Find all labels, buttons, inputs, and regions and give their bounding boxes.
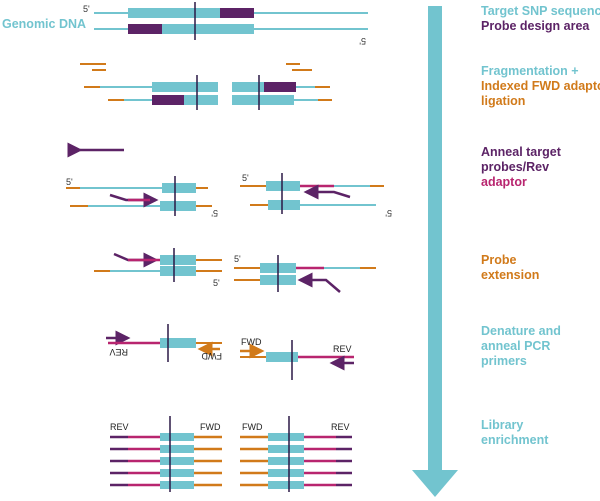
svg-text:FWD: FWD	[200, 422, 221, 432]
rev-primer-label-rotated: REV	[109, 347, 128, 357]
genomic-dna-label: Genomic DNA	[2, 17, 87, 31]
step-label-line: probes/Rev	[481, 160, 550, 174]
step-label-line: extension	[481, 268, 540, 282]
step-label-line: Target SNP sequence	[481, 4, 600, 18]
pcr-left-strand: REV FWD	[106, 324, 222, 362]
svg-text:FWD: FWD	[242, 422, 263, 432]
svg-text:5': 5'	[242, 173, 249, 183]
step-label-line: Anneal target	[481, 145, 561, 159]
fwd-primer-label: FWD	[241, 337, 262, 347]
library-fragment	[240, 481, 352, 489]
genomic-dna-duplex: 5' 5'	[83, 2, 368, 46]
five-prime-label: 5'	[83, 4, 90, 14]
step-label-line: enrichment	[481, 433, 549, 447]
svg-text:5': 5'	[234, 254, 241, 264]
step-label-line: primers	[481, 354, 527, 368]
svg-text:5': 5'	[66, 177, 73, 187]
step-label-line: Probe design area	[481, 19, 590, 33]
library-fragment	[240, 445, 352, 453]
anneal-right-duplex: 5' 5'	[240, 173, 392, 218]
svg-text:5': 5'	[385, 208, 392, 218]
step-label-line: adaptor	[481, 175, 527, 189]
step-label-line: Probe	[481, 253, 517, 267]
process-arrow	[412, 6, 458, 497]
library-left: REV FWD	[110, 416, 222, 492]
step-label-line: Denature and	[481, 324, 561, 338]
svg-text:5': 5'	[211, 208, 218, 218]
fwd-primer-label-rotated: FWD	[201, 351, 222, 361]
library-fragment	[110, 481, 222, 489]
step-label-line: anneal PCR	[481, 339, 551, 353]
step-label-line: Fragmentation +	[481, 64, 579, 78]
extension-left-duplex: 5'	[94, 248, 222, 288]
rev-primer-label: REV	[333, 344, 352, 354]
library-fragment	[110, 469, 222, 477]
step-label-line: Indexed FWD adaptor	[481, 79, 600, 93]
extension-right-duplex: 5'	[234, 254, 376, 293]
library-fragment	[240, 457, 352, 465]
anneal-left-duplex: 5' 5'	[66, 176, 218, 218]
library-fragment	[110, 433, 222, 441]
step-label-line: Library	[481, 418, 524, 432]
svg-text:REV: REV	[331, 422, 350, 432]
library-fragment	[110, 457, 222, 465]
library-right: FWD REV	[240, 416, 352, 492]
library-fragment	[240, 469, 352, 477]
library-fragment	[110, 445, 222, 453]
pcr-right-strand: FWD REV	[240, 337, 354, 380]
library-fragment	[240, 433, 352, 441]
fragmentation-row	[80, 63, 332, 110]
svg-text:REV: REV	[110, 422, 129, 432]
svg-text:5': 5'	[213, 278, 220, 288]
step-label-line: ligation	[481, 94, 526, 108]
five-prime-label-rotated: 5'	[359, 36, 366, 46]
